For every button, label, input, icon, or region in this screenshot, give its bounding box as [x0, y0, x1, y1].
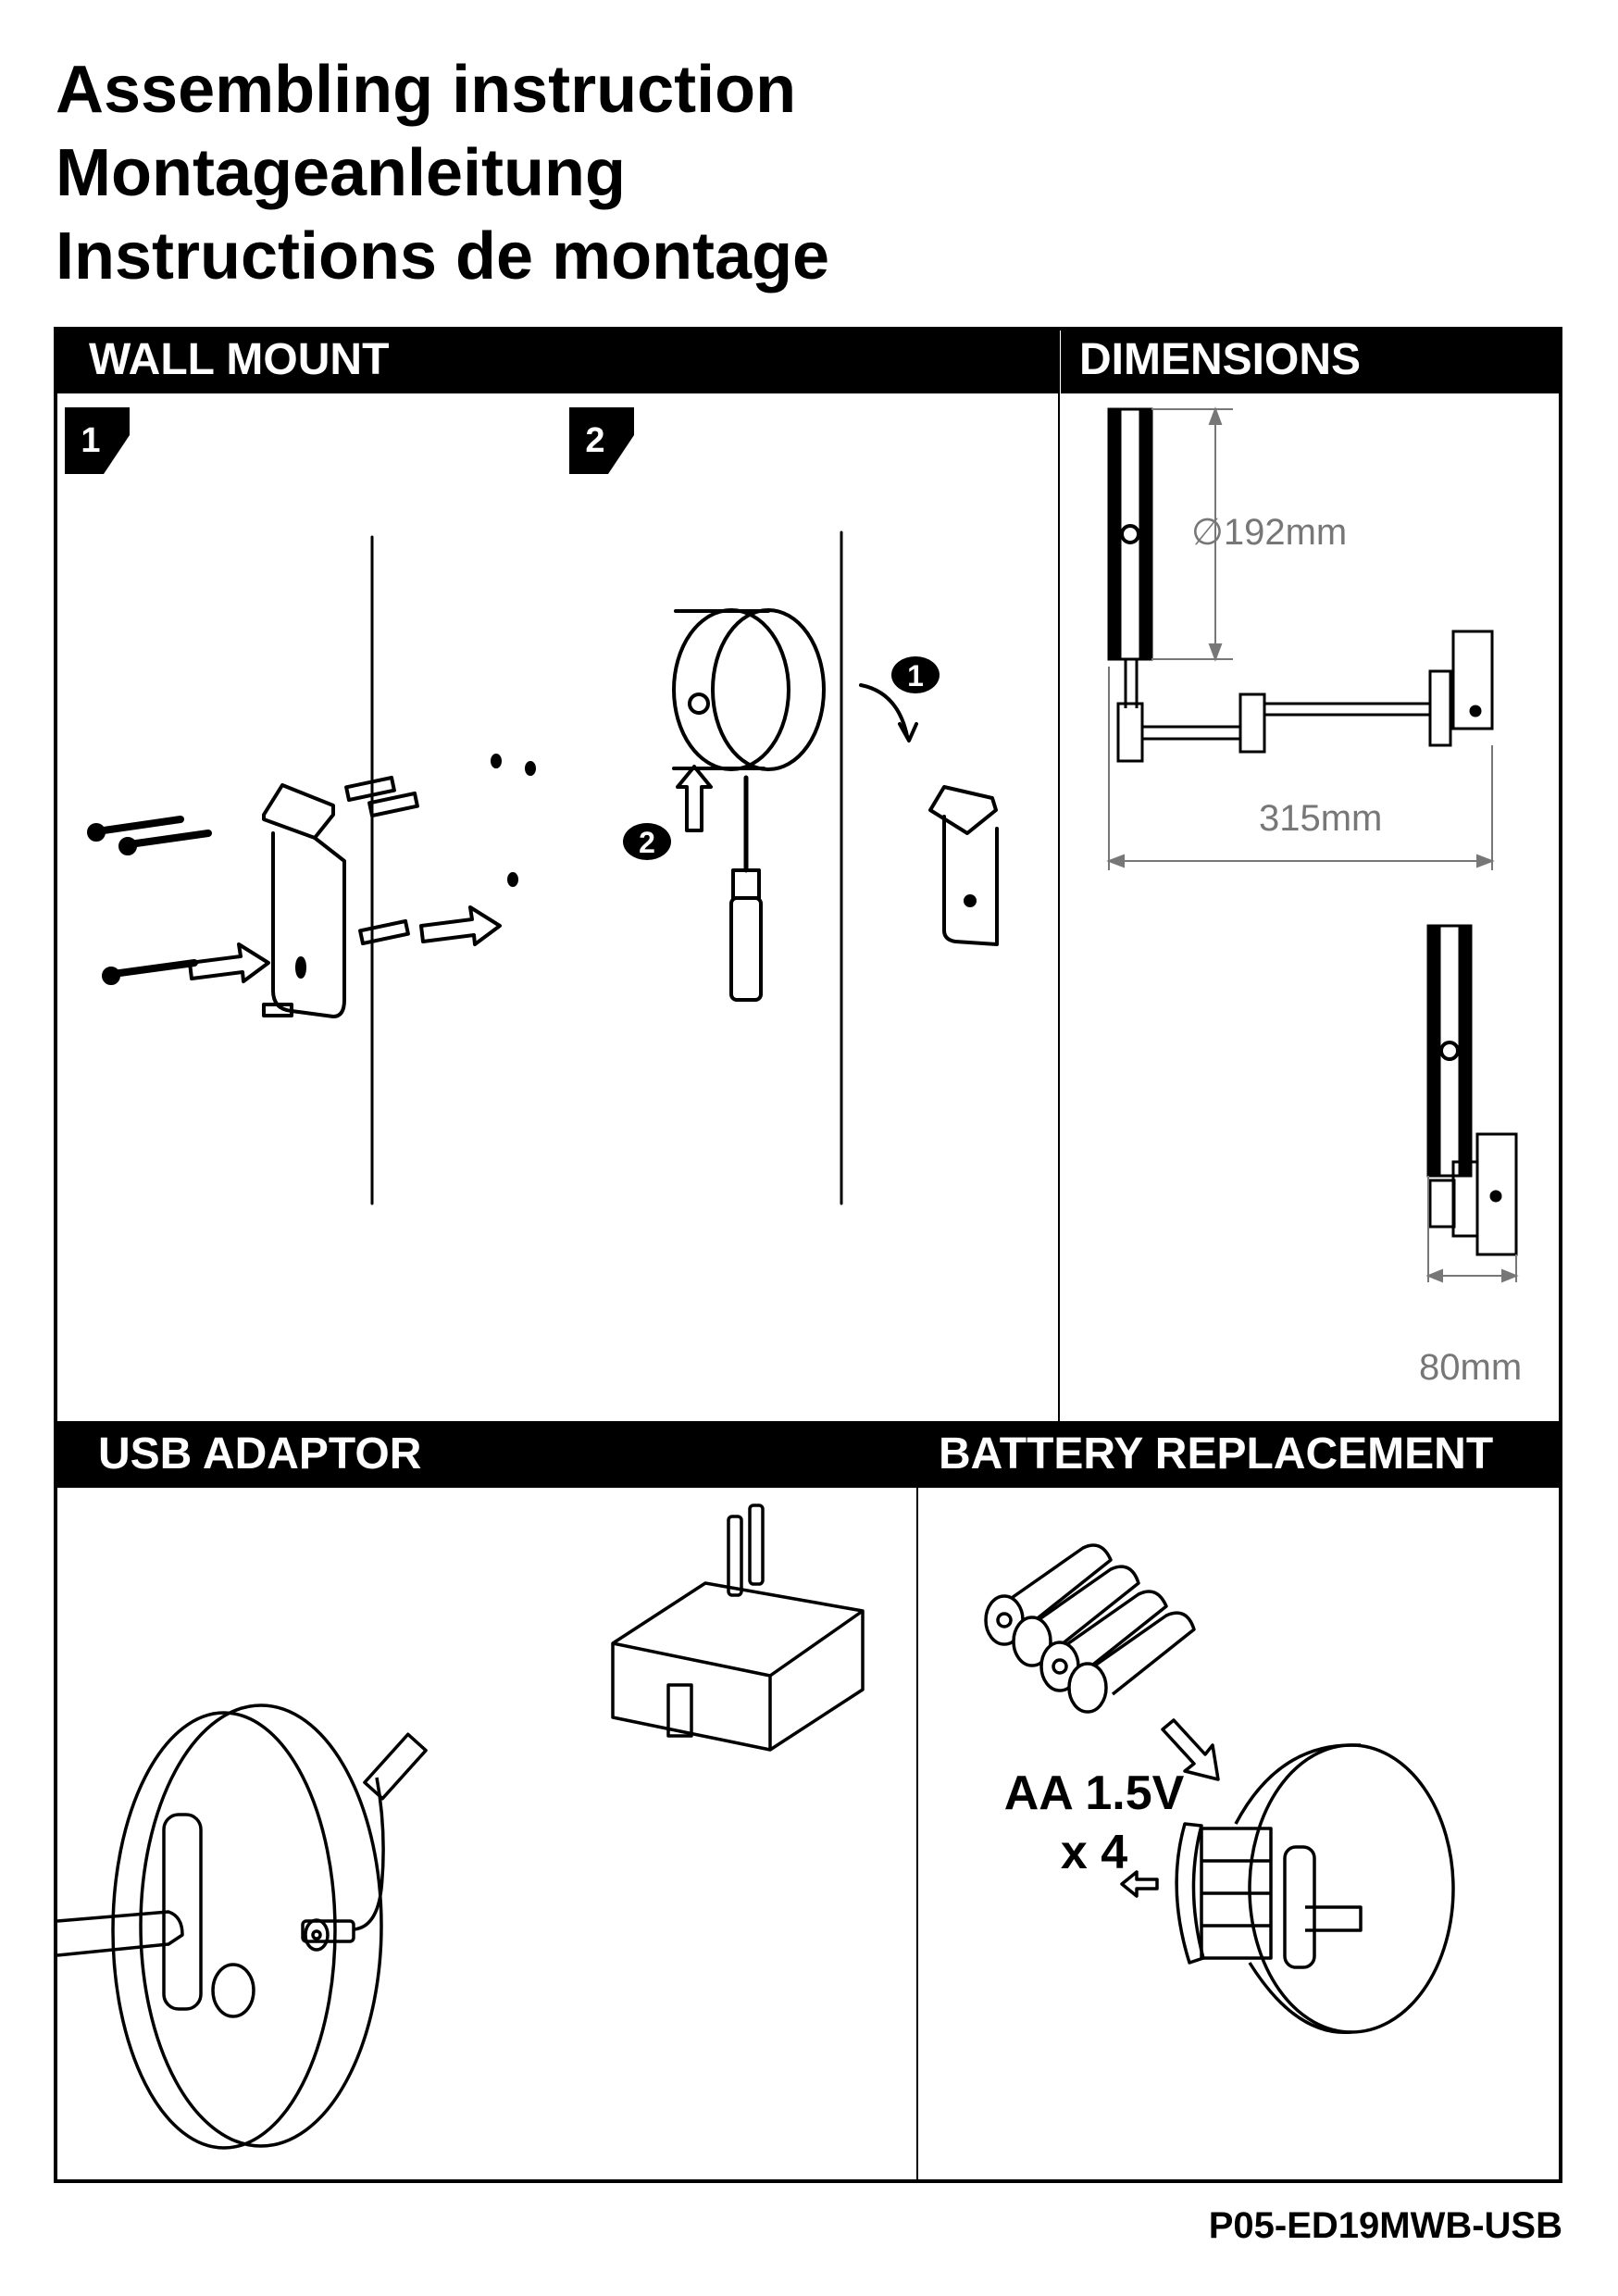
usb-adaptor-header: USB ADAPTOR — [54, 1421, 916, 1488]
usb-adaptor-heading: USB ADAPTOR — [98, 1429, 422, 1479]
wall-mount-header: WALL MOUNT — [54, 327, 1059, 393]
wall-plate-side — [1451, 630, 1494, 730]
diameter-dimension: ∅192mm — [1191, 511, 1347, 554]
usb-adaptor-illustration — [56, 1504, 865, 2150]
wall-mount-step2-illustration: 1 2 — [623, 530, 999, 1205]
wall-anchor-icon — [367, 791, 419, 818]
step-badge-1: 1 — [65, 407, 130, 474]
title-german: Montageanleitung — [56, 136, 626, 210]
battery-type: AA 1.5V — [1003, 1766, 1185, 1820]
battery-count: x 4 — [1060, 1826, 1128, 1879]
arrow-right-icon — [188, 942, 270, 983]
depth-dimension: 80mm — [1419, 1347, 1523, 1388]
width-dimension: 315mm — [1259, 798, 1383, 839]
screw-icon — [102, 959, 198, 985]
dimensions-illustration — [1106, 406, 1519, 1283]
divider-top — [1058, 327, 1060, 1424]
wall-bracket-icon — [262, 783, 346, 1018]
screw-icon — [118, 830, 212, 855]
usb-connector-icon — [363, 1732, 428, 1801]
title-english: Assembling instruction — [56, 53, 797, 127]
mirror-base-icon — [56, 1703, 383, 2150]
screw-icon — [87, 816, 184, 842]
battery-replacement-heading: BATTERY REPLACEMENT — [939, 1429, 1494, 1479]
dc-plug-icon — [301, 1777, 385, 1943]
arm-joint — [1116, 702, 1144, 763]
step-number-1: 1 — [81, 421, 101, 460]
plug-prong — [748, 1504, 765, 1586]
aa-battery-icon — [1067, 1611, 1196, 1714]
substep-2-label: 2 — [639, 826, 655, 859]
dimensions-heading: DIMENSIONS — [1079, 335, 1362, 384]
battery-compartment-icon — [1175, 1822, 1273, 1965]
step-number-2: 2 — [585, 421, 605, 460]
arrow-up-icon — [676, 765, 713, 832]
plug-prong — [727, 1515, 743, 1597]
arrow-left-icon — [1120, 1870, 1159, 1898]
diameter-value: 192mm — [1223, 512, 1348, 553]
dimensions-header: DIMENSIONS — [1061, 327, 1562, 393]
product-code: P05-ED19MWB-USB — [1208, 2205, 1562, 2246]
wall-anchor-icon — [358, 918, 410, 946]
arrow-down-right-icon — [1161, 1718, 1220, 1781]
mirror-base-icon — [672, 608, 826, 771]
wall-plate-compact — [1475, 1132, 1518, 1256]
title-french: Instructions de montage — [56, 219, 830, 293]
document-title: Assembling instruction Montageanleitung … — [56, 48, 829, 298]
substep-1-label: 1 — [907, 659, 924, 693]
arrow-right-icon — [419, 905, 502, 946]
battery-replacement-header: BATTERY REPLACEMENT — [918, 1421, 1562, 1488]
step-badge-2: 2 — [569, 407, 634, 474]
mirror-base-icon — [1234, 1743, 1455, 2035]
power-adaptor-icon — [611, 1504, 865, 1752]
substep-1-marker: 1 — [891, 656, 940, 693]
step-badge-1-shape — [65, 407, 130, 474]
battery-replacement-illustration — [984, 1543, 1455, 2035]
wall-anchor-icon — [344, 775, 396, 803]
battery-spec: AA 1.5V x 4 — [983, 1764, 1205, 1882]
divider-bottom — [916, 1421, 918, 2183]
step-badge-2-shape — [569, 407, 634, 474]
screwdriver-icon — [729, 775, 763, 1002]
wall-mount-step1-illustration — [87, 535, 536, 1205]
wall-mount-heading: WALL MOUNT — [89, 335, 390, 384]
arm-joint — [1238, 693, 1266, 754]
diameter-symbol: ∅ — [1191, 512, 1224, 553]
curved-arrow-icon — [859, 683, 909, 738]
wall-bracket-icon — [928, 785, 999, 946]
substep-2-marker: 2 — [623, 823, 671, 860]
aa-battery-icon — [1012, 1565, 1140, 1667]
